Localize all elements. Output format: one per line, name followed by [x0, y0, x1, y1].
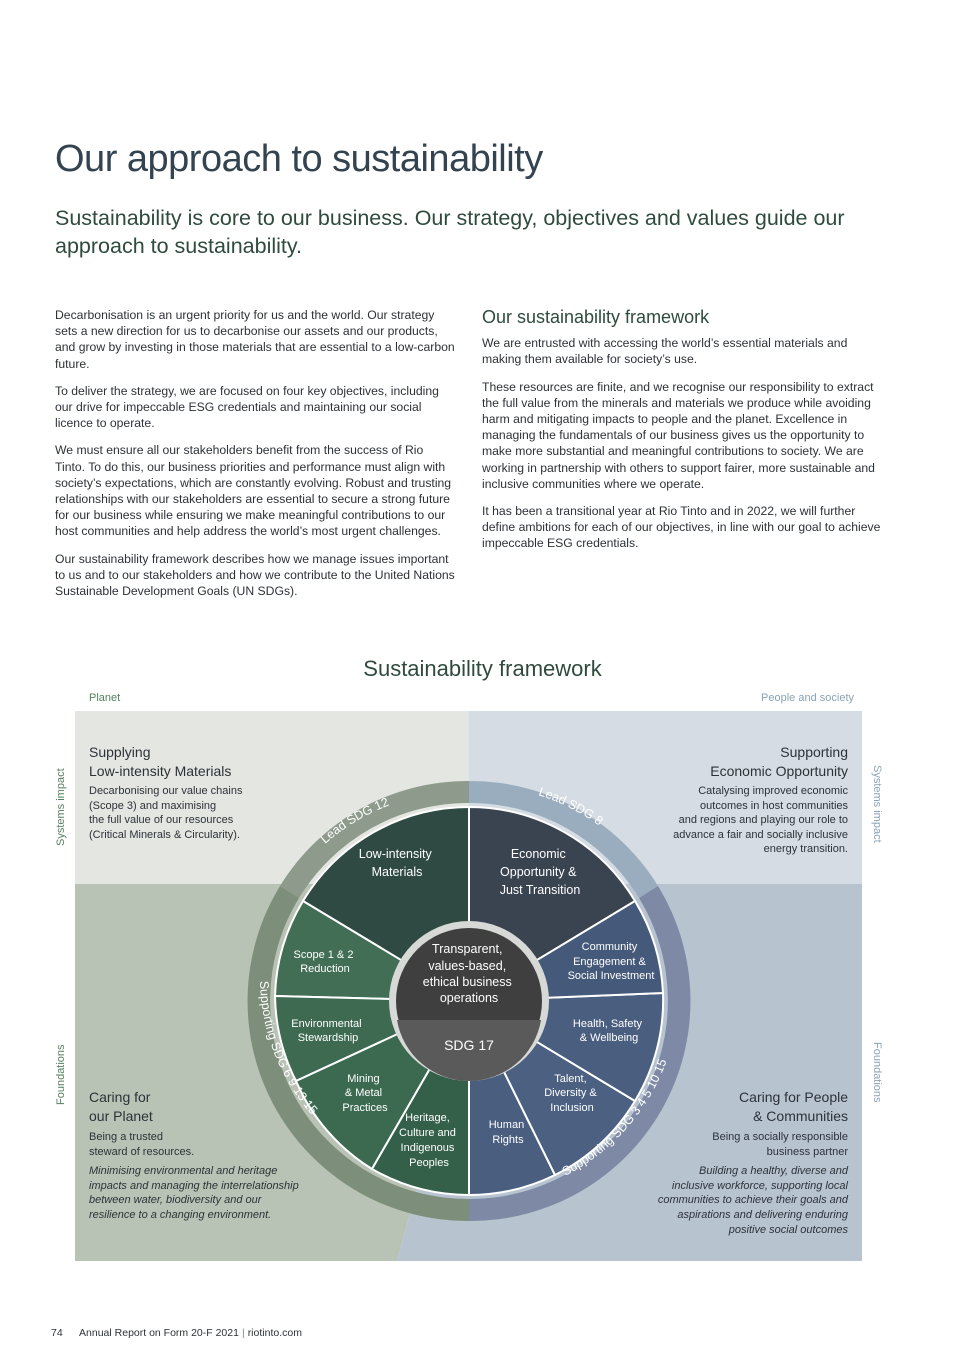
footer-separator: |: [241, 1327, 245, 1339]
sustainability-framework-diagram: Lead SDG 12 Lead SDG 8 Supporting SDG 6 …: [75, 711, 862, 1261]
scope-label: Scope 1 & 2 Reduction: [294, 949, 357, 975]
desc-line: and regions and playing our role to: [678, 814, 848, 827]
center-sdg17-band: [397, 1020, 541, 1081]
top-right-title: Supporting Economic Opportunity: [710, 743, 848, 781]
website-link[interactable]: riotinto.com: [247, 1327, 302, 1339]
paragraph: These resources are finite, and we recog…: [482, 379, 875, 491]
desc-line: Building a healthy, diverse and: [698, 1165, 848, 1178]
planet-label: Planet: [89, 692, 121, 704]
page-title: Our approach to sustainability: [55, 138, 543, 180]
title-line: Supplying: [89, 744, 151, 760]
framework-title: Sustainability framework: [363, 656, 602, 681]
title-line: Low-intensity Materials: [89, 763, 232, 779]
supporting-sdg-right-ring: [469, 886, 691, 1222]
bottom-left-title: Caring for our Planet: [89, 1088, 153, 1126]
framework-svg: Lead SDG 12 Lead SDG 8 Supporting SDG 6 …: [75, 711, 862, 1261]
title-line: Caring for People: [739, 1089, 848, 1105]
title-line: our Planet: [89, 1108, 153, 1124]
title-line: & Communities: [753, 1108, 848, 1124]
paragraph: To deliver the strategy, we are focused …: [55, 383, 439, 431]
left-column: Decarbonisation is an urgent priority fo…: [55, 307, 455, 610]
desc-line: Catalysing improved economic: [698, 785, 848, 797]
section-heading: Our sustainability framework: [482, 307, 710, 327]
top-left-title: Supplying Low-intensity Materials: [89, 743, 231, 781]
desc-line: Being a trusted: [89, 1131, 163, 1143]
desc-line: (Scope 3) and maximising: [89, 799, 217, 812]
paragraph: Our sustainability framework describes h…: [55, 551, 455, 599]
desc-line: the full value of our resources: [89, 814, 234, 827]
center-text: Transparent, values-based, ethical busin…: [423, 942, 515, 1005]
desc-line: (Critical Minerals & Circularity).: [89, 828, 240, 841]
top-right-desc: Catalysing improved economic outcomes in…: [673, 784, 848, 857]
paragraph: Decarbonisation is an urgent priority fo…: [55, 308, 455, 371]
environmental-label: Environmental Stewardship: [291, 1018, 364, 1044]
heritage-label: Heritage, Culture and Indigenous Peoples: [399, 1112, 459, 1169]
people-label: People and society: [761, 692, 854, 704]
foundations-label-right: Foundations: [871, 1042, 883, 1103]
desc-line: business partner: [766, 1145, 848, 1158]
page-subtitle: Sustainability is core to our business. …: [55, 206, 845, 258]
desc-line: between water, biodiversity and our: [89, 1194, 262, 1207]
desc-line: aspirations and delivering enduring: [677, 1208, 848, 1221]
foundations-label-left: Foundations: [55, 1044, 67, 1105]
desc-line: advance a fair and socially inclusive: [673, 828, 848, 841]
desc-line: inclusive workforce, supporting local: [671, 1179, 848, 1192]
paragraph: We must ensure all our stakeholders bene…: [55, 443, 452, 539]
footer: 74 Annual Report on Form 20-F 2021|rioti…: [51, 1327, 316, 1339]
title-line: Economic Opportunity: [710, 763, 848, 779]
italic-block: Building a healthy, diverse and inclusiv…: [658, 1164, 848, 1237]
title-line: Supporting: [780, 744, 848, 760]
community-label: Community Engagement & Social Investment: [568, 941, 655, 982]
sdg17-label: SDG 17: [444, 1037, 494, 1053]
title-line: Caring for: [89, 1089, 151, 1105]
bottom-right-title: Caring for People & Communities: [739, 1088, 848, 1126]
right-column: Our sustainability framework We are entr…: [482, 307, 882, 563]
desc-line: energy transition.: [763, 843, 848, 856]
bottom-right-desc: Being a socially responsible business pa…: [658, 1130, 848, 1237]
lead-sdg-12-ring: [280, 780, 469, 898]
human-rights-label: Human Rights: [489, 1119, 528, 1146]
economic-label: Economic Opportunity & Just Transition: [500, 847, 581, 897]
desc-line: positive social outcomes: [728, 1223, 848, 1236]
talent-label: Talent, Diversity & Inclusion: [544, 1073, 600, 1114]
top-left-desc: Decarbonising our value chains (Scope 3)…: [89, 784, 242, 842]
desc-line: steward of resources.: [89, 1145, 195, 1158]
health-label: Health, Safety & Wellbeing: [573, 1018, 645, 1044]
paragraph: It has been a transitional year at Rio T…: [482, 504, 881, 551]
lead-sdg-8-ring: [469, 780, 658, 898]
desc-line: communities to achieve their goals and: [657, 1194, 848, 1207]
low-intensity-label: Low-intensity Materials: [359, 847, 435, 879]
desc-line: outcomes in host communities: [700, 799, 848, 812]
desc-line: Being a socially responsible: [712, 1131, 848, 1143]
systems-impact-label-left: Systems impact: [55, 768, 67, 846]
desc-line: Decarbonising our value chains: [89, 785, 243, 797]
page-number: 74: [51, 1327, 63, 1339]
systems-impact-label-right: Systems impact: [871, 765, 883, 843]
paragraph: We are entrusted with accessing the worl…: [482, 336, 848, 367]
supporting-sdg-left-ring: [247, 886, 469, 1222]
desc-line: impacts and managing the interrelationsh…: [89, 1179, 299, 1192]
mining-label: Mining & Metal Practices: [342, 1073, 388, 1114]
italic-block: Minimising environmental and heritage im…: [89, 1164, 299, 1222]
bottom-left-desc: Being a trusted steward of resources. Mi…: [89, 1130, 299, 1223]
desc-line: Minimising environmental and heritage: [89, 1165, 278, 1178]
desc-line: resilience to a changing environment.: [89, 1208, 272, 1221]
report-name: Annual Report on Form 20-F 2021: [79, 1327, 239, 1339]
